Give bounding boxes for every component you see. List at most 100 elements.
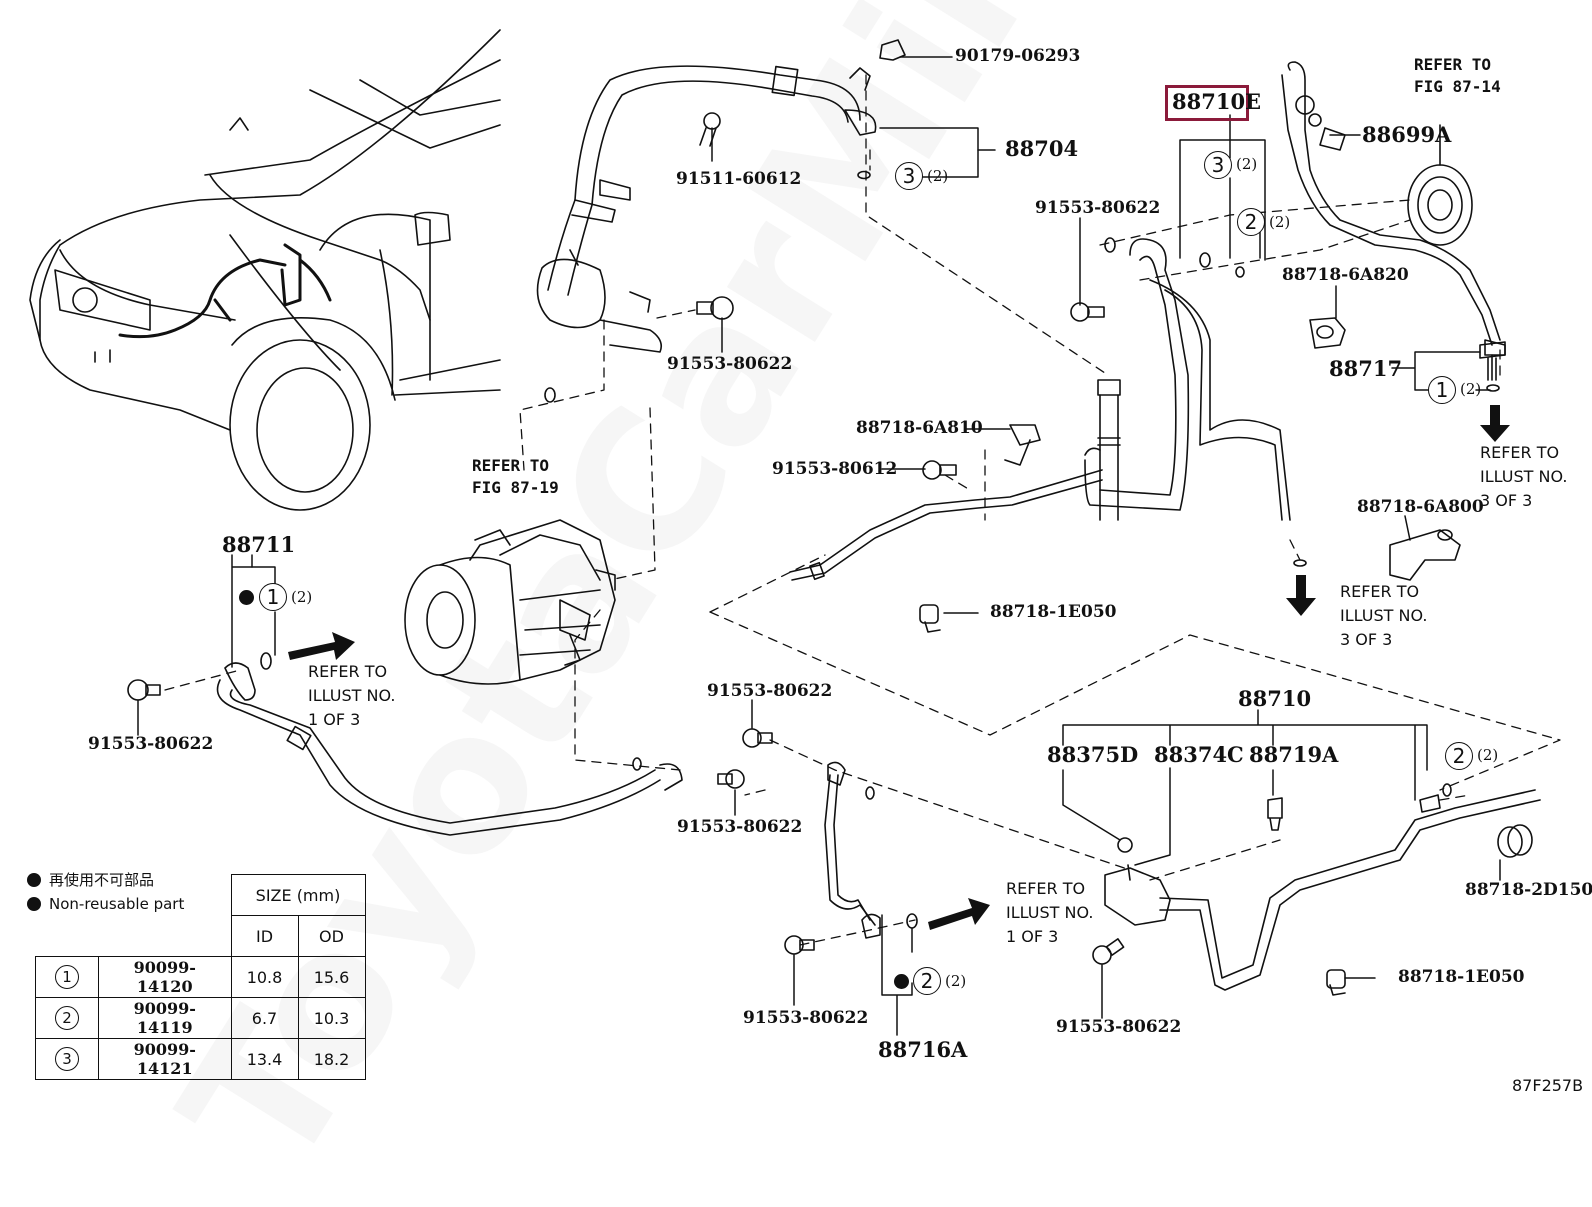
table-row: 1 90099-14120 10.8 15.6 [35,956,366,998]
col-od-header: OD [297,915,366,957]
bolt-91553-80622-b [1070,302,1105,322]
oring-qty-88717: (2) [1460,380,1482,398]
part-number[interactable]: 90099-14121 [98,1038,232,1080]
callout-88716A[interactable]: 88716A [878,1037,968,1062]
callout-88718-1E050[interactable]: 88718-1E050 [1398,967,1525,987]
non-reusable-mark-88711 [239,590,254,605]
callout-91553-80622[interactable]: 91553-80622 [677,817,803,837]
oring-qty-88710E-2: (2) [1269,213,1291,231]
bolt-91553-80622-d [742,728,773,748]
bolt-91553-80622-a [696,296,734,320]
callout-88710[interactable]: 88710 [1238,686,1312,711]
oring-qty-88711: (2) [291,588,313,606]
arrow-to-illust-1b [928,898,990,930]
callout-91553-80622[interactable]: 91553-80622 [707,681,833,701]
diagram-artwork [29,29,1561,1036]
refer-to-fig-87-19[interactable]: REFER TO FIG 87-19 [472,456,559,497]
pipe-88716A [824,761,918,939]
non-reusable-dot-icon [27,897,41,911]
callout-91553-80622[interactable]: 91553-80622 [1056,1017,1182,1037]
hose-88711 [216,652,683,836]
pipe-88710 [1104,783,1541,991]
ref-circle: 2 [55,1006,79,1030]
oring-ref-88704[interactable]: 3 [895,162,923,190]
callout-88718-6A800[interactable]: 88718-6A800 [1357,497,1484,517]
inner-diameter: 13.4 [230,1038,299,1080]
grommet-88718-2D150 [1497,824,1533,858]
callout-88710E[interactable]: 88710E [1172,89,1262,114]
inner-diameter: 10.8 [230,956,299,998]
callout-91511-60612[interactable]: 91511-60612 [676,169,802,189]
pipe-88699A [1281,61,1506,381]
outer-diameter: 18.2 [297,1038,366,1080]
ref-circle: 1 [55,965,79,989]
vehicle-illustration [29,29,501,511]
table-row: 3 90099-14121 13.4 18.2 [35,1038,366,1080]
inner-diameter: 6.7 [230,997,299,1039]
hose-88704 [536,65,877,353]
callout-91553-80622[interactable]: 91553-80622 [667,354,793,374]
callout-88699A[interactable]: 88699A [1362,122,1452,147]
callout-91553-80622[interactable]: 91553-80622 [88,734,214,754]
oring-ref-88710E-3[interactable]: 3 [1204,151,1232,179]
oring-qty-88710: (2) [1477,746,1499,764]
ref-circle: 3 [55,1047,79,1071]
refer-to-illust-3-of-3[interactable]: REFER TO ILLUST NO. 3 OF 3 [1480,443,1568,510]
grommet-fig-87-14 [1407,124,1473,246]
callout-91553-80612[interactable]: 91553-80612 [772,459,898,479]
callout-91553-80622[interactable]: 91553-80622 [743,1008,869,1028]
compressor [404,519,616,685]
callout-90179-06293[interactable]: 90179-06293 [955,46,1081,66]
oring-qty-88710E-3: (2) [1236,155,1258,173]
callout-88718-2D150[interactable]: 88718-2D150 [1465,880,1592,900]
clamp-88718-1E050-b [1326,969,1346,996]
bolt-91553-80622-g [1092,938,1125,965]
table-row: 2 90099-14119 6.7 10.3 [35,997,366,1039]
pipe-88710E [1084,238,1291,521]
legend: 再使用不可部品 Non-reusable part [27,868,184,916]
pipe-liquid-line [789,469,1103,581]
refer-to-illust-1-of-3[interactable]: REFER TO ILLUST NO. 1 OF 3 [308,662,396,729]
outer-diameter: 15.6 [297,956,366,998]
arrow-to-illust-3a [1480,405,1510,442]
ac-piping-on-vehicle [118,243,332,339]
oring-ref-88710[interactable]: 2 [1445,742,1473,770]
part-number[interactable]: 90099-14119 [98,997,232,1039]
bolt-91553-80612 [922,460,957,480]
clamp-88718-6A820 [1309,317,1346,349]
non-reusable-mark-88716A [894,974,909,989]
bracket-88718-6A800 [1389,529,1461,581]
arrow-to-illust-3b [1286,575,1316,616]
clamp-88718-1E050-a [919,604,941,633]
refer-to-illust-3-of-3[interactable]: REFER TO ILLUST NO. 3 OF 3 [1340,582,1428,649]
non-reusable-dot-icon [27,873,41,887]
oring-qty-88716A: (2) [945,972,967,990]
bolt-88717 [1479,341,1506,381]
oring-ref-88710E-2[interactable]: 2 [1237,208,1265,236]
callout-88718-6A820[interactable]: 88718-6A820 [1282,265,1409,285]
clamp-88718-6A810 [1004,424,1041,466]
callout-88717[interactable]: 88717 [1329,356,1403,381]
callout-88711[interactable]: 88711 [222,532,296,557]
part-number[interactable]: 90099-14120 [98,956,232,998]
outer-diameter: 10.3 [297,997,366,1039]
oring-ref-88716A[interactable]: 2 [913,967,941,995]
bolt-91553-80622-c [127,679,161,701]
oring-ref-88717[interactable]: 1 [1428,376,1456,404]
callout-88718-6A810[interactable]: 88718-6A810 [856,418,983,438]
callout-88374C[interactable]: 88374C [1154,742,1244,767]
callout-88375D[interactable]: 88375D [1047,742,1139,767]
callout-91553-80622[interactable]: 91553-80622 [1035,198,1161,218]
arrow-to-illust-1a [288,632,355,660]
bolt-91511-60612 [699,112,721,147]
oring-qty-88704: (2) [927,167,949,185]
callout-88719A[interactable]: 88719A [1249,742,1339,767]
callout-88704[interactable]: 88704 [1005,136,1079,161]
bolt-91553-80622-f [784,935,815,955]
refer-to-fig-87-14[interactable]: REFER TO FIG 87-14 [1414,55,1501,96]
oring-size-table: SIZE (mm) ID OD 1 90099-14120 10.8 15.6 … [35,874,366,1080]
refer-to-illust-1-of-3[interactable]: REFER TO ILLUST NO. 1 OF 3 [1006,879,1094,946]
callout-88718-1E050[interactable]: 88718-1E050 [990,602,1117,622]
oring-ref-88711[interactable]: 1 [259,583,287,611]
col-id-header: ID [230,915,299,957]
